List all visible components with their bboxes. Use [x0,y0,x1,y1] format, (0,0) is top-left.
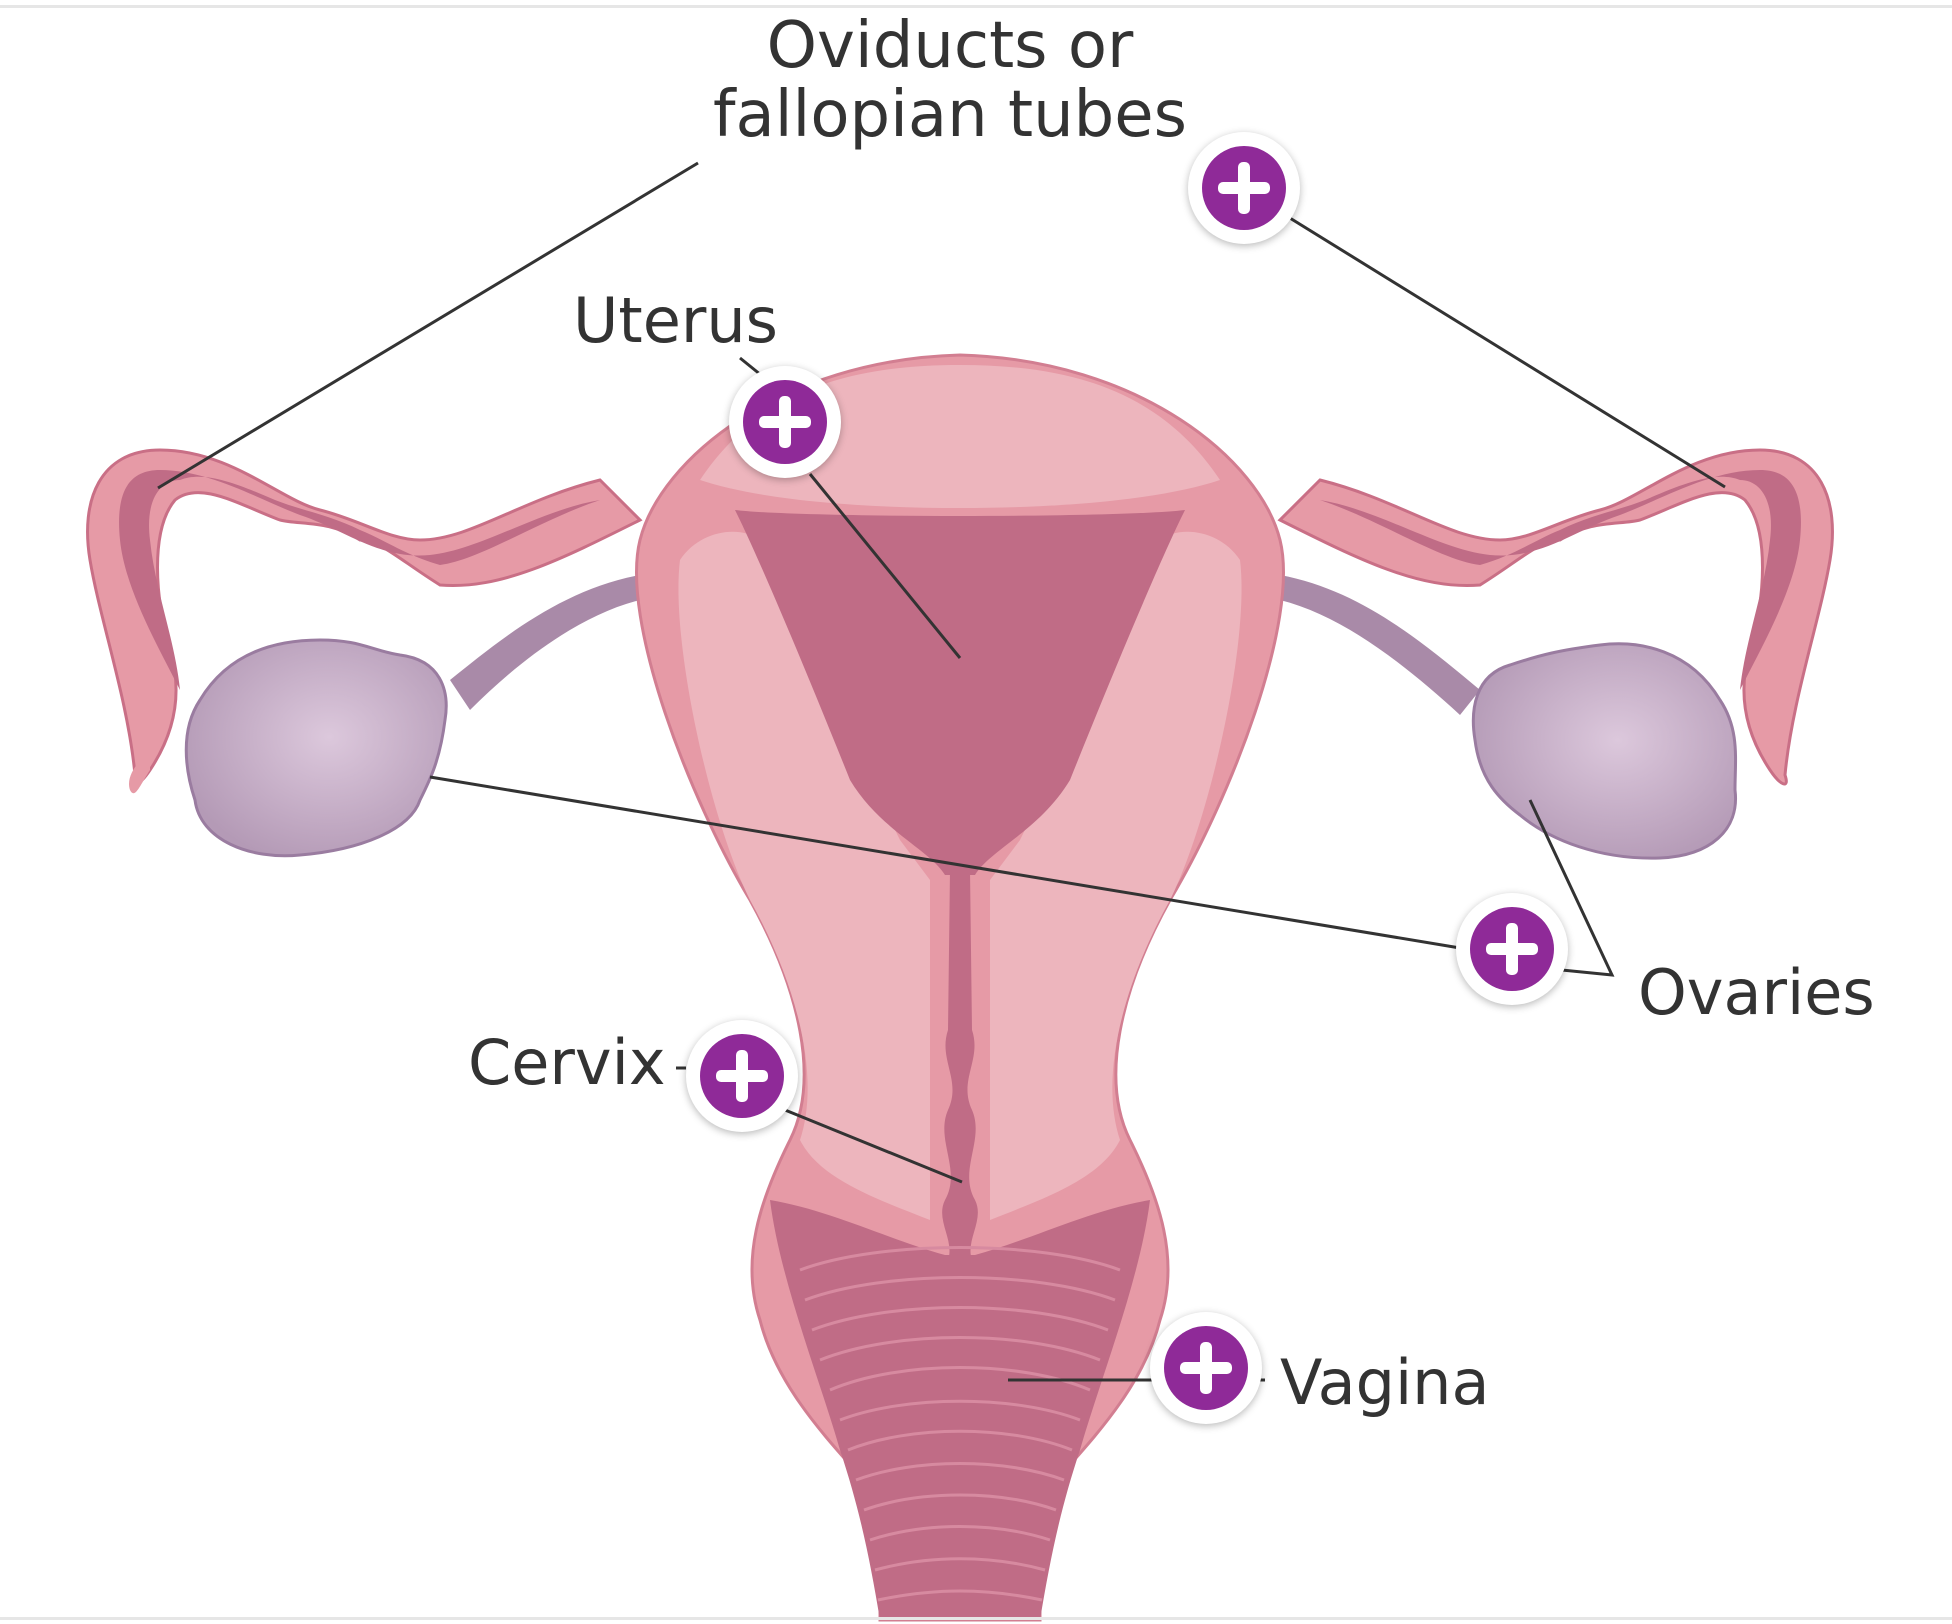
left-ovarian-ligament [450,575,640,710]
label-oviducts: Oviducts or fallopian tubes [713,9,1187,153]
plus-circle-icon [1470,907,1554,991]
label-uterus: Uterus [573,284,778,357]
ovaries-hotspot[interactable] [1456,893,1568,1005]
plus-circle-icon [700,1034,784,1118]
right-ovary [1471,642,1738,860]
plus-circle-icon [1202,146,1286,230]
uterus-hotspot[interactable] [729,366,841,478]
right-fallopian-tube [1277,448,1834,786]
right-ovarian-ligament [1280,575,1480,715]
top-divider [0,5,1952,8]
leader-lines [157,161,1726,1382]
label-cervix: Cervix [468,1026,666,1099]
bottom-divider [0,1617,1952,1620]
vaginal-rugae [799,1246,1121,1602]
uterus-body [635,353,1285,1622]
plus-circle-icon [743,380,827,464]
left-fallopian-tube [86,448,643,794]
plus-circle-icon [1164,1326,1248,1410]
cervix-hotspot[interactable] [686,1020,798,1132]
label-ovaries: Ovaries [1638,956,1875,1029]
label-vagina: Vagina [1280,1346,1490,1419]
oviducts-hotspot[interactable] [1188,132,1300,244]
left-ovary [184,638,448,858]
vagina-hotspot[interactable] [1150,1312,1262,1424]
